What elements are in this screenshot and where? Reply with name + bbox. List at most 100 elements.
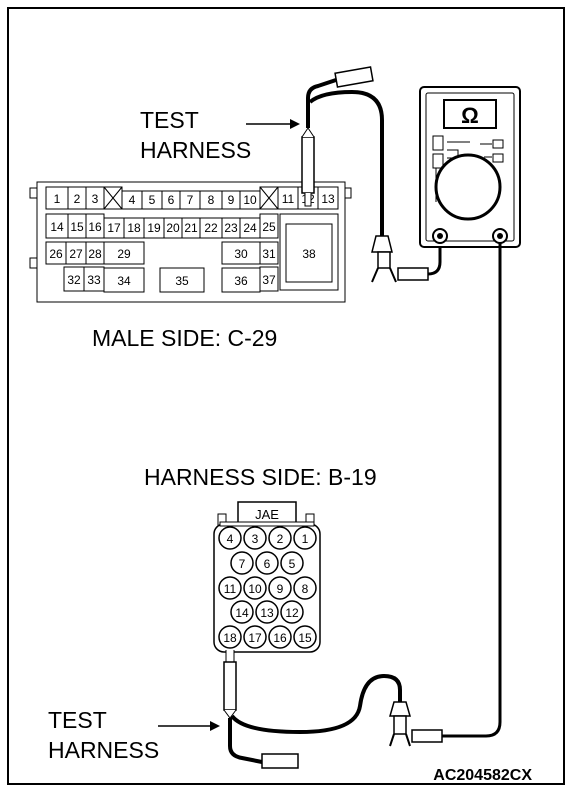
c29-pin-31: 31 <box>262 247 276 261</box>
c29-pin-34: 34 <box>117 274 131 288</box>
bottom-harness-wire <box>230 673 402 735</box>
c29-pin-25: 25 <box>262 220 276 234</box>
b19-brand-label: JAE <box>255 507 279 522</box>
bottom-test-harness <box>158 650 443 769</box>
c29-row4: 32 33 34 35 36 37 <box>63 266 279 293</box>
c29-pin-37: 37 <box>262 273 276 287</box>
c29-pin-3: 3 <box>92 192 99 206</box>
ohm-symbol-icon: Ω <box>461 103 479 128</box>
bottom-test-label: TEST <box>48 707 107 733</box>
top-meter-lead <box>427 238 442 276</box>
bottom-harness-label: HARNESS <box>48 737 159 763</box>
c29-pin-4: 4 <box>129 193 136 207</box>
c29-pin-24: 24 <box>243 221 257 235</box>
c29-pin-26: 26 <box>49 247 63 261</box>
c29-pin-10: 10 <box>243 193 257 207</box>
b19-pin-8: 8 <box>302 582 309 596</box>
b19-pin-2: 2 <box>277 532 284 546</box>
c29-pin-28: 28 <box>88 247 102 261</box>
b19-pin-grid: 4 3 2 1 7 6 5 11 10 9 8 14 <box>218 526 317 649</box>
connector-b19: JAE 4 3 2 1 7 6 5 11 10 9 <box>213 501 321 653</box>
c29-pin-13: 13 <box>321 192 335 206</box>
c29-pin-20: 20 <box>166 221 180 235</box>
b19-pin-5: 5 <box>289 557 296 571</box>
top-probe-body <box>301 136 315 194</box>
c29-pin-22: 22 <box>204 221 218 235</box>
b19-pin-14: 14 <box>235 606 249 620</box>
c29-cross-mark-right <box>259 186 279 210</box>
c29-pin-19: 19 <box>147 221 161 235</box>
b19-pin-6: 6 <box>264 557 271 571</box>
b19-pin-7: 7 <box>239 557 246 571</box>
top-meter-lead-plug <box>397 267 429 281</box>
c29-pin-38-terminal <box>285 223 333 283</box>
b19-pin-4: 4 <box>227 532 234 546</box>
top-test-label: TEST <box>140 107 199 133</box>
b19-pin-3: 3 <box>252 532 259 546</box>
bottom-meter-lead <box>442 243 502 738</box>
c29-left-tab <box>29 187 38 199</box>
c29-pin-9: 9 <box>228 193 235 207</box>
ohmmeter: Ω <box>419 86 521 248</box>
harness-side-label: HARNESS SIDE: B-19 <box>144 464 377 490</box>
meter-selector-dial <box>434 153 502 221</box>
b19-pin-11: 11 <box>224 582 237 596</box>
b19-pin-13: 13 <box>260 606 274 620</box>
b19-pin-18: 18 <box>223 631 237 645</box>
c29-pin-30: 30 <box>234 247 248 261</box>
bottom-harness-wire-branch <box>228 718 263 764</box>
c29-pin-7: 7 <box>187 193 194 207</box>
c29-pin-21: 21 <box>184 221 198 235</box>
c29-pin-16: 16 <box>88 220 102 234</box>
c29-pin-5: 5 <box>149 193 156 207</box>
c29-pin-29: 29 <box>117 247 131 261</box>
meter-display <box>443 99 497 129</box>
c29-row3: 26 27 28 29 30 31 <box>45 241 279 265</box>
c29-pin-38: 38 <box>302 247 316 261</box>
c29-left-tab-lower <box>29 257 38 269</box>
c29-pin-8: 8 <box>208 193 215 207</box>
c29-pin-33: 33 <box>87 273 101 287</box>
top-probe-tip <box>304 193 312 207</box>
b19-pin-1: 1 <box>302 532 309 546</box>
c29-pin-6: 6 <box>168 193 175 207</box>
b19-pin-9: 9 <box>277 582 284 596</box>
c29-pin-36: 36 <box>234 274 248 288</box>
c29-pin-15: 15 <box>70 220 84 234</box>
bottom-meter-lead-plug <box>411 729 443 743</box>
c29-row2: 14 15 16 17 18 19 20 21 22 23 24 25 <box>45 213 279 239</box>
bottom-probe-tip <box>225 650 235 663</box>
b19-pin-15: 15 <box>298 631 312 645</box>
c29-right-tab <box>344 187 352 199</box>
top-clip-body <box>371 235 393 253</box>
c29-pin-1: 1 <box>54 192 61 206</box>
c29-cross-mark-left <box>103 186 123 210</box>
c29-pin-14: 14 <box>50 220 64 234</box>
top-harness-wire-branch <box>306 78 337 128</box>
c29-pin-32: 32 <box>67 273 81 287</box>
figure-code: AC204582CX <box>433 767 532 784</box>
bottom-clip-body <box>389 701 411 717</box>
top-harness-wire <box>308 89 384 236</box>
top-harness-open-end <box>334 66 374 88</box>
b19-pin-17: 17 <box>248 631 262 645</box>
top-test-harness <box>246 66 442 283</box>
meter-switch-2 <box>432 153 444 169</box>
c29-pin-17: 17 <box>107 221 121 235</box>
c29-pin-2: 2 <box>74 192 81 206</box>
b19-pin-16: 16 <box>273 631 287 645</box>
b19-pin-12: 12 <box>285 606 299 620</box>
b19-pin-10: 10 <box>248 582 262 596</box>
meter-switch-1 <box>432 135 444 151</box>
male-side-label: MALE SIDE: C-29 <box>92 325 277 351</box>
c29-pin-27: 27 <box>69 247 83 261</box>
bottom-probe-body <box>223 661 237 711</box>
c29-pin-35: 35 <box>175 274 189 288</box>
c29-pin-18: 18 <box>127 221 141 235</box>
top-harness-label: HARNESS <box>140 137 251 163</box>
connector-c29: 1 2 3 4 5 6 7 8 9 10 11 12 <box>29 181 352 303</box>
c29-pin-11: 11 <box>282 192 295 206</box>
c29-pin-23: 23 <box>224 221 238 235</box>
c29-row1: 1 2 3 4 5 6 7 8 9 10 11 12 <box>45 186 339 210</box>
